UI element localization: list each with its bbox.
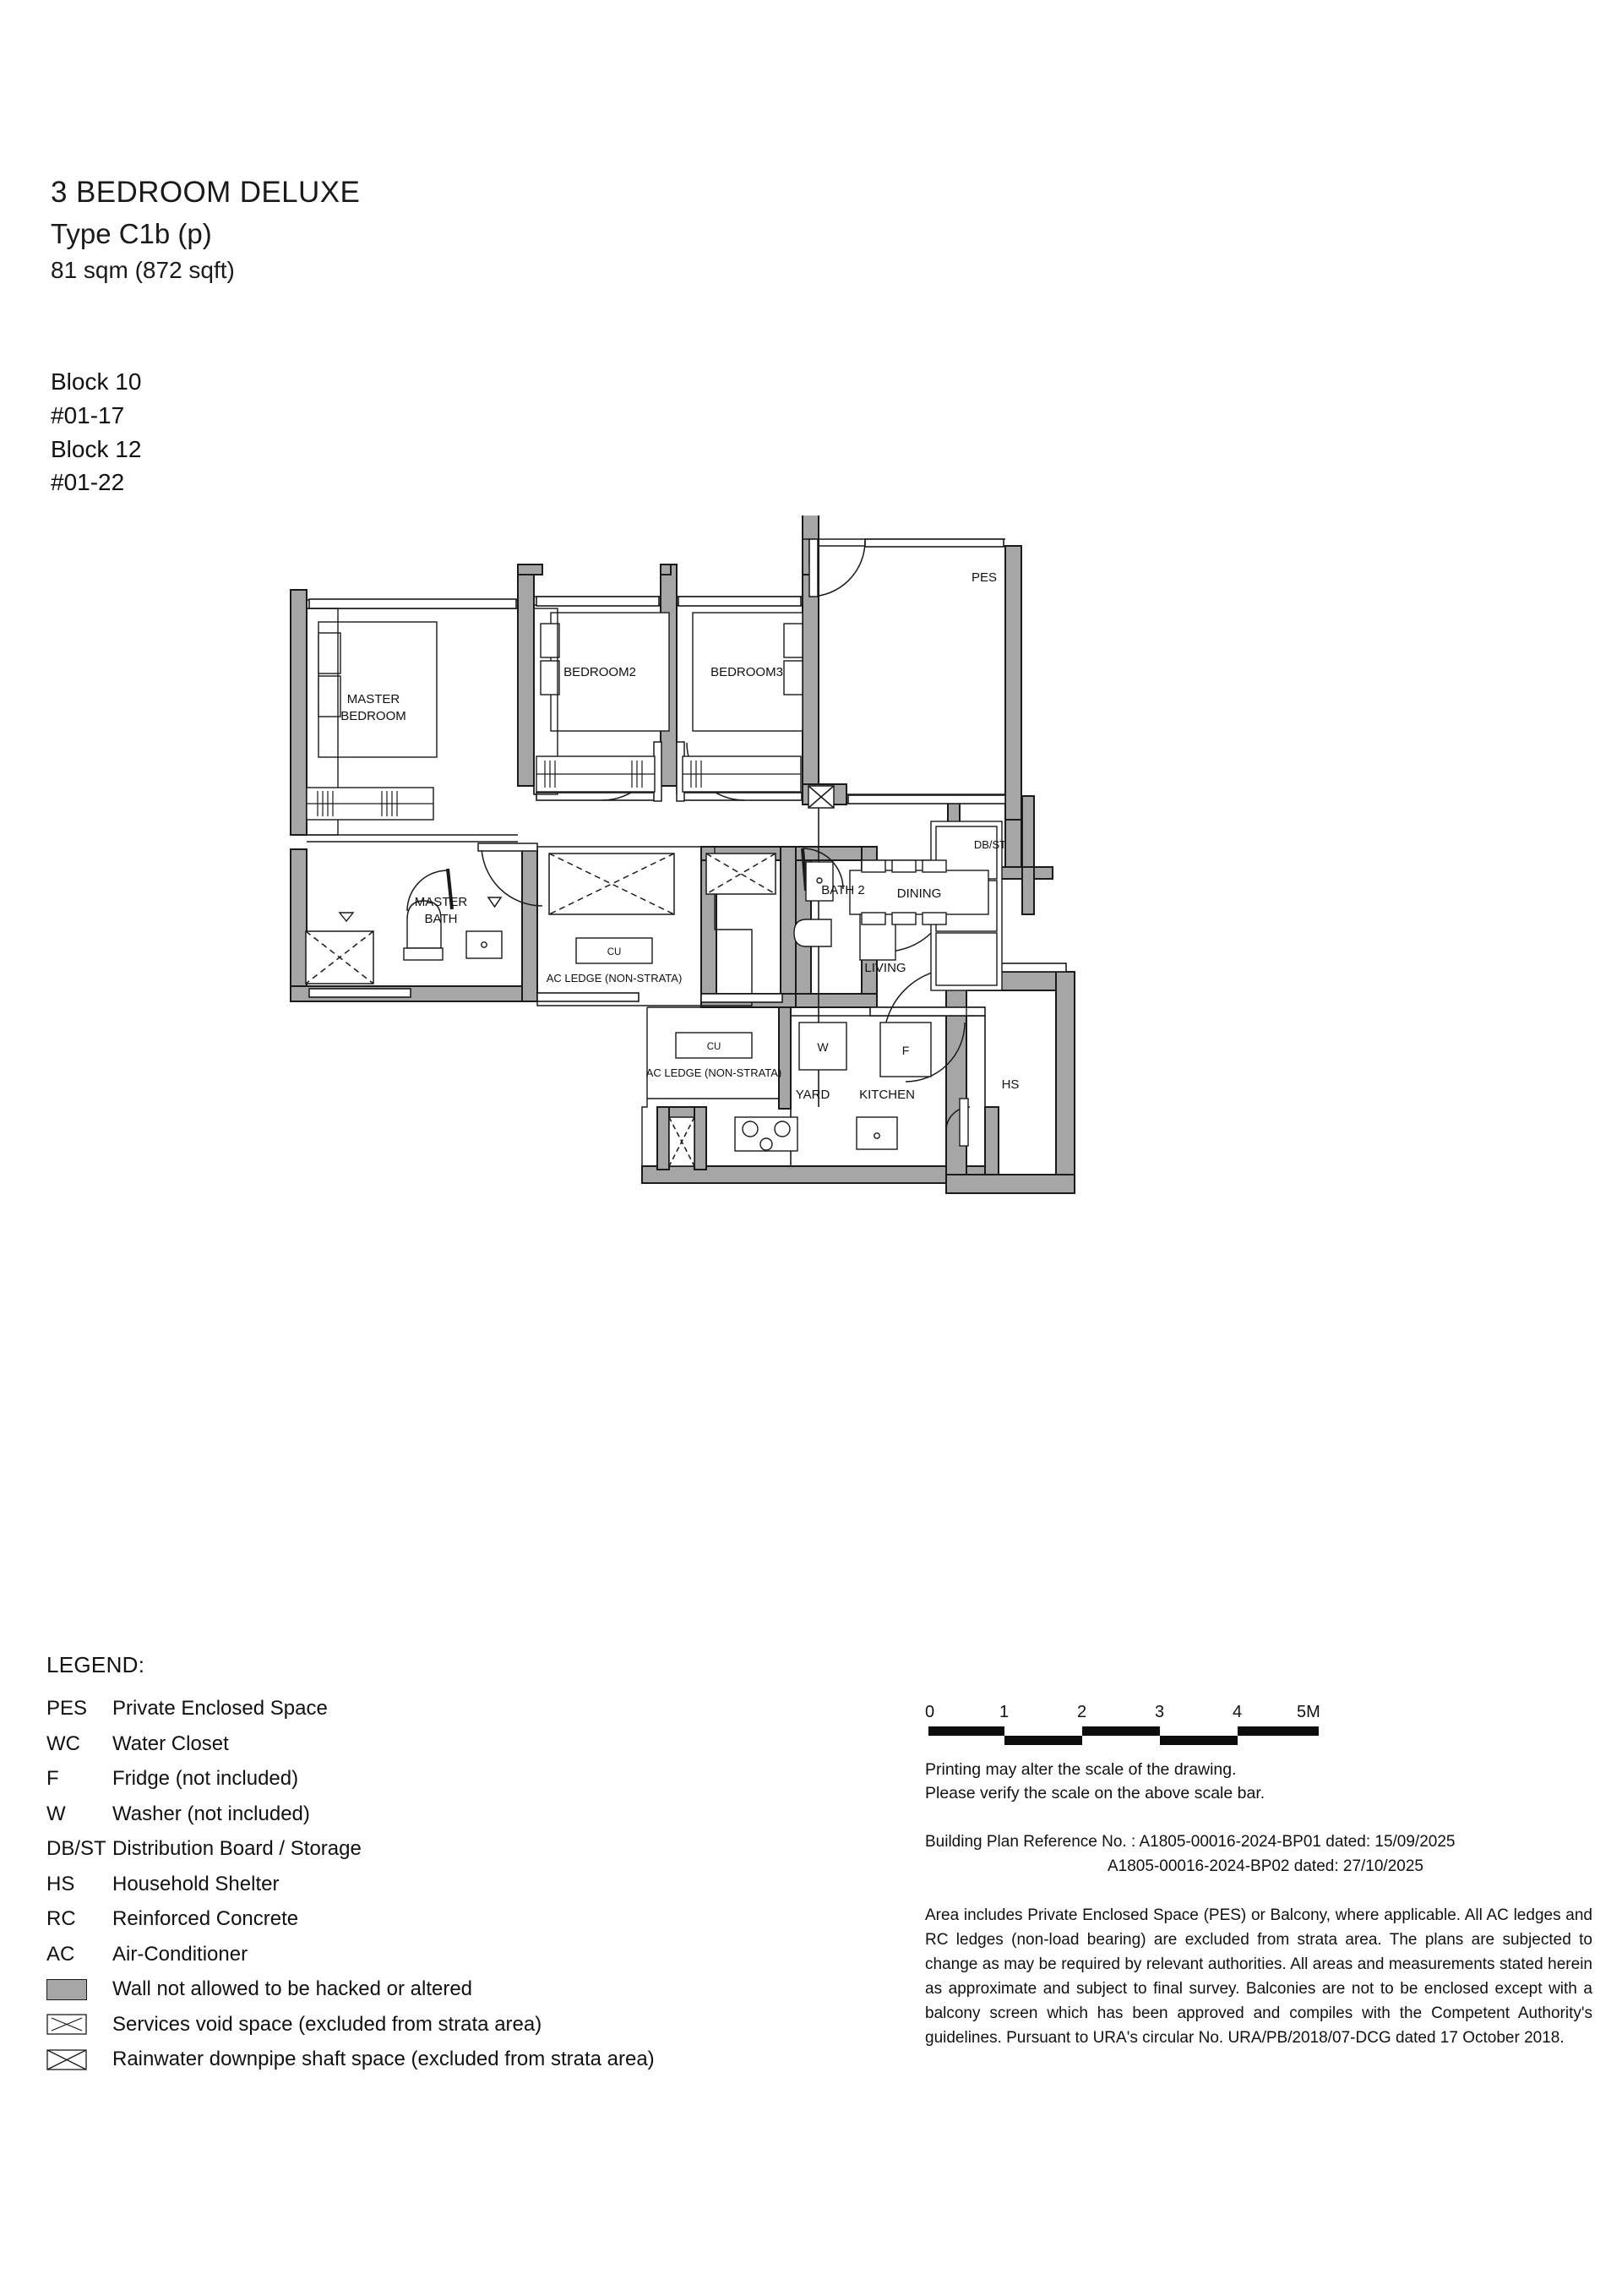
block-line: Block 12 bbox=[51, 435, 142, 462]
room-label-dbst: DB/ST bbox=[974, 838, 1006, 851]
legend-value: Washer (not included) bbox=[112, 1802, 310, 1825]
services-void-box bbox=[668, 1116, 695, 1167]
legend-value: Rainwater downpipe shaft space (excluded… bbox=[112, 2048, 655, 2070]
legend-item-wc: WC Water Closet bbox=[46, 1732, 824, 1756]
services-void-group bbox=[305, 785, 835, 1167]
scale-bar-ticks: 0 1 2 3 4 5M bbox=[925, 1703, 1322, 1725]
room-label-master-bath-2: BATH bbox=[425, 912, 458, 926]
legend-item-wall: Wall not allowed to be hacked or altered bbox=[46, 1977, 824, 2001]
washer-label: W bbox=[817, 1040, 829, 1054]
room-label-kitchen: KITCHEN bbox=[859, 1088, 915, 1102]
cu-label: CU bbox=[607, 947, 622, 957]
legend-key: WC bbox=[46, 1732, 80, 1755]
legend-item-f: F Fridge (not included) bbox=[46, 1767, 824, 1791]
legend-key: AC bbox=[46, 1942, 75, 1966]
legend-value: Air-Conditioner bbox=[112, 1942, 248, 1966]
room-label-bedroom2: BEDROOM2 bbox=[563, 665, 636, 679]
room-label-pes: PES bbox=[972, 570, 997, 585]
building-plan-reference: Building Plan Reference No. : A1805-0001… bbox=[925, 1830, 1592, 1879]
fridge-label: F bbox=[902, 1044, 910, 1057]
scale-bar: 0 1 2 3 4 5M bbox=[925, 1703, 1592, 1747]
legend-item-services-void: Services void space (excluded from strat… bbox=[46, 2013, 824, 2037]
bp-reference-line1: Building Plan Reference No. : A1805-0001… bbox=[925, 1833, 1456, 1852]
room-label-master-bedroom-2: BEDROOM bbox=[340, 709, 406, 723]
scale-note-line1: Printing may alter the scale of the draw… bbox=[925, 1760, 1237, 1779]
services-void-box bbox=[548, 853, 675, 915]
legend-item-pes: PES Private Enclosed Space bbox=[46, 1697, 824, 1721]
ac-ledge-label: AC LEDGE (NON-STRATA) bbox=[646, 1066, 782, 1079]
legend-item-w: W Washer (not included) bbox=[46, 1802, 824, 1826]
room-label-hs: HS bbox=[1002, 1077, 1020, 1092]
disclaimer-text: Area includes Private Enclosed Space (PE… bbox=[925, 1906, 1592, 2047]
services-void-swatch-icon bbox=[46, 2014, 112, 2035]
legend-value: Services void space (excluded from strat… bbox=[112, 2012, 542, 2036]
plan-header: 3 BEDROOM DELUXE Type C1b (p) 81 sqm (87… bbox=[51, 173, 360, 286]
legend-value: Distribution Board / Storage bbox=[112, 1837, 362, 1860]
room-label-bath2: BATH 2 bbox=[821, 883, 864, 897]
room-label-dining: DINING bbox=[897, 886, 942, 901]
unit-type: Type C1b (p) bbox=[51, 218, 212, 250]
legend-key: F bbox=[46, 1767, 59, 1790]
legend-item-ac: AC Air-Conditioner bbox=[46, 1943, 824, 1966]
ac-ledge-label: AC LEDGE (NON-STRATA) bbox=[547, 972, 683, 984]
rainwater-shaft-box bbox=[808, 785, 835, 809]
services-void-box bbox=[705, 853, 776, 895]
legend-value: Household Shelter bbox=[112, 1872, 280, 1895]
scale-note: Printing may alter the scale of the draw… bbox=[925, 1759, 1592, 1805]
legend: LEGEND: PES Private Enclosed Space WC Wa… bbox=[46, 1652, 824, 2083]
legend-key: PES bbox=[46, 1697, 88, 1720]
floor-plan-drawing: PES LIVING DINING KITCHEN YARD MASTER BE… bbox=[279, 515, 1352, 1310]
legend-value: Wall not allowed to be hacked or altered bbox=[112, 1977, 473, 2000]
scale-note-line2: Please verify the scale on the above sca… bbox=[925, 1783, 1265, 1802]
page-title: 3 BEDROOM DELUXE bbox=[51, 176, 361, 209]
block-line: Block 10 bbox=[51, 368, 142, 395]
scale-tick: 1 bbox=[999, 1703, 1010, 1721]
scale-tick: 3 bbox=[1155, 1703, 1165, 1721]
legend-item-rc: RC Reinforced Concrete bbox=[46, 1907, 824, 1931]
scale-tick: 4 bbox=[1233, 1703, 1243, 1721]
services-void-box bbox=[305, 930, 374, 984]
room-label-master-bath: MASTER bbox=[415, 895, 468, 909]
unit-area: 81 sqm (872 sqft) bbox=[51, 256, 235, 283]
block-list: Block 10 #01-17 Block 12 #01-22 bbox=[51, 365, 141, 499]
legend-title: LEGEND: bbox=[46, 1652, 145, 1677]
legend-value: Fridge (not included) bbox=[112, 1767, 299, 1790]
room-label-group: PES LIVING DINING KITCHEN YARD MASTER BE… bbox=[340, 570, 1019, 1102]
bp-reference-line2: A1805-00016-2024-BP02 dated: 27/10/2025 bbox=[1108, 1857, 1423, 1875]
rainwater-shaft-swatch-icon bbox=[46, 2048, 112, 2070]
legend-value: Private Enclosed Space bbox=[112, 1697, 328, 1720]
room-label-living: LIVING bbox=[864, 961, 906, 975]
notes-column: 0 1 2 3 4 5M Printing may alter the scal… bbox=[925, 1703, 1592, 2051]
legend-key: RC bbox=[46, 1907, 76, 1930]
scale-bar-graphic bbox=[928, 1726, 1319, 1745]
unit-number: #01-17 bbox=[51, 401, 125, 428]
window-group bbox=[308, 538, 1067, 1017]
legend-value: Water Closet bbox=[112, 1732, 229, 1755]
room-label-yard: YARD bbox=[796, 1088, 830, 1102]
furniture-group bbox=[306, 608, 1057, 1175]
legend-key: W bbox=[46, 1802, 66, 1825]
scale-tick: 0 bbox=[925, 1703, 935, 1721]
room-label-master-bedroom: MASTER bbox=[347, 692, 400, 706]
cu-label: CU bbox=[707, 1042, 721, 1052]
unit-number: #01-22 bbox=[51, 469, 125, 496]
legend-item-rainwater-shaft: Rainwater downpipe shaft space (excluded… bbox=[46, 2048, 824, 2071]
legend-item-dbst: DB/ST Distribution Board / Storage bbox=[46, 1837, 824, 1861]
scale-tick: 2 bbox=[1077, 1703, 1087, 1721]
legend-key: DB/ST bbox=[46, 1837, 106, 1860]
legend-key: HS bbox=[46, 1872, 75, 1895]
legend-value: Reinforced Concrete bbox=[112, 1907, 299, 1930]
legend-item-hs: HS Household Shelter bbox=[46, 1873, 824, 1896]
scale-tick: 5M bbox=[1297, 1703, 1320, 1721]
wall-swatch-icon bbox=[46, 1978, 112, 2000]
room-label-bedroom3: BEDROOM3 bbox=[710, 665, 783, 679]
